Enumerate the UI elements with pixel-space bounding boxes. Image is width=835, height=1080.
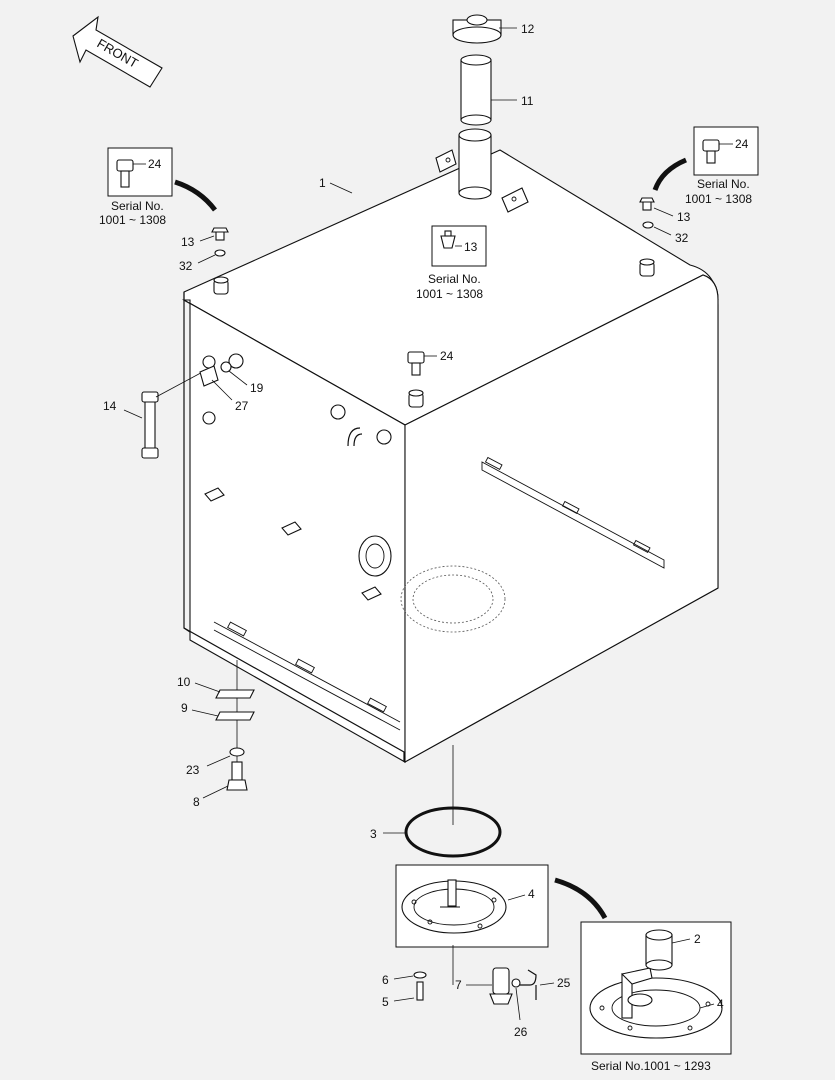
part-number-13a: 13 bbox=[181, 235, 195, 249]
valve-parts: 6 5 7 25 26 bbox=[382, 945, 571, 1039]
tank-body bbox=[181, 128, 719, 763]
filler-cap-12: 12 bbox=[452, 14, 535, 44]
part-number-6: 6 bbox=[382, 973, 389, 987]
part-number-10: 10 bbox=[177, 675, 191, 689]
part-number-24c: 24 bbox=[440, 349, 454, 363]
part-number-12: 12 bbox=[521, 22, 535, 36]
part-number-2: 2 bbox=[694, 932, 701, 946]
part-number-24a: 24 bbox=[148, 157, 162, 171]
part-number-11: 11 bbox=[521, 94, 534, 108]
serial-box-bottom-right: 2 4 Serial No.1001 ~ 1293 bbox=[580, 921, 732, 1073]
front-arrow: FRONT bbox=[72, 15, 163, 88]
serial-caption-center-2: 1001 ~ 1308 bbox=[416, 287, 483, 301]
serial-caption-center-1: Serial No. bbox=[428, 272, 481, 286]
part-number-4a: 4 bbox=[528, 887, 535, 901]
part-number-32a: 32 bbox=[179, 259, 193, 273]
part-number-25: 25 bbox=[557, 976, 571, 990]
tank-right-face bbox=[404, 274, 719, 763]
part-number-14: 14 bbox=[103, 399, 117, 413]
part-number-27: 27 bbox=[235, 399, 249, 413]
part-number-7: 7 bbox=[455, 978, 462, 992]
serial-caption-top-left-2: 1001 ~ 1308 bbox=[99, 213, 166, 227]
callout-1: 1 bbox=[319, 176, 353, 194]
shims-and-bolt: 10 9 23 8 bbox=[177, 660, 255, 809]
o-ring-3: 3 bbox=[370, 745, 502, 858]
part-number-9: 9 bbox=[181, 701, 188, 715]
cover-4-box: 4 bbox=[395, 864, 608, 948]
part-number-3: 3 bbox=[370, 827, 377, 841]
serial-box-center: 13 Serial No. 1001 ~ 1308 bbox=[416, 225, 487, 301]
serial-caption-top-left-1: Serial No. bbox=[111, 199, 164, 213]
part-number-13c: 13 bbox=[464, 240, 478, 254]
plug-13-left: 13 32 bbox=[179, 227, 229, 273]
serial-caption-bottom-right: Serial No.1001 ~ 1293 bbox=[591, 1059, 711, 1073]
serial-box-top-right: 24 Serial No. 1001 ~ 1308 bbox=[652, 126, 759, 206]
part-number-26: 26 bbox=[514, 1025, 528, 1039]
part-number-32b: 32 bbox=[675, 231, 689, 245]
part-number-1: 1 bbox=[319, 176, 326, 190]
part-number-13b: 13 bbox=[677, 210, 691, 224]
part-number-24b: 24 bbox=[735, 137, 749, 151]
part-number-19: 19 bbox=[250, 381, 264, 395]
fittings-19-27: 19 27 bbox=[199, 361, 264, 413]
plug-13-right: 13 32 bbox=[639, 197, 691, 245]
serial-box-top-left: 24 Serial No. 1001 ~ 1308 bbox=[99, 147, 217, 227]
part-number-8: 8 bbox=[193, 795, 200, 809]
part-number-4b: 4 bbox=[717, 997, 724, 1011]
serial-caption-top-right-1: Serial No. bbox=[697, 177, 750, 191]
part-number-5: 5 bbox=[382, 995, 389, 1009]
serial-caption-top-right-2: 1001 ~ 1308 bbox=[685, 192, 752, 206]
bolt-24: 24 bbox=[407, 349, 454, 376]
strainer-11: 11 bbox=[460, 54, 534, 126]
part-number-23: 23 bbox=[186, 763, 200, 777]
